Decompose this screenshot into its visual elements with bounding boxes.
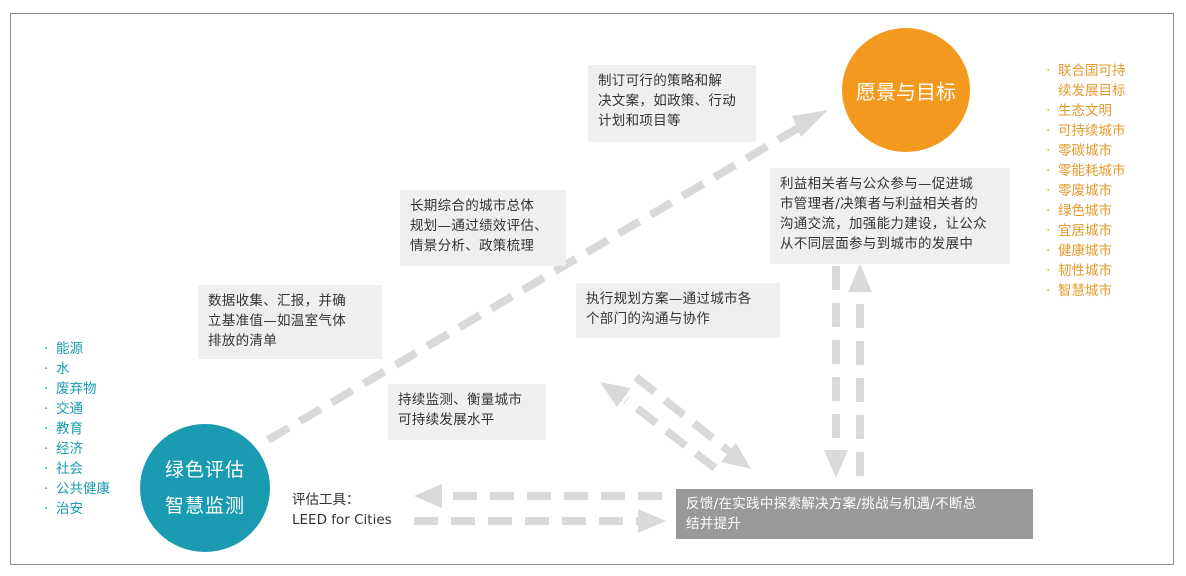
execution-box: 执行规划方案—通过城市各 个部门的沟通与协作 [576,283,780,338]
goal-item: ·可持续城市 [1046,123,1126,139]
planning-box: 长期综合的城市总体 规划—通过绩效评估、 情景分析、政策梳理 [400,190,566,266]
assessment-line-2: 智慧监测 [164,495,245,517]
goal-item: ·生态文明 [1046,103,1112,119]
sector-list: ·能源 ·水 ·废弃物 ·交通 ·教育 ·经济 ·社会 ·公共健康 ·治安 [44,339,110,519]
arrowhead-stakeholders-up [848,264,872,292]
sector-item: ·治安 [44,501,83,517]
goal-item: ·韧性城市 [1046,263,1112,279]
goal-item: ·健康城市 [1046,243,1112,259]
sector-item: ·经济 [44,441,83,457]
sector-item: ·社会 [44,461,83,477]
goal-item: ·智慧城市 [1046,283,1112,299]
arrowhead-assessment [414,484,442,508]
goal-item: ·零能耗城市 [1046,163,1126,179]
assessment-tool-label: 评估工具： LEED for Cities [292,492,392,528]
sector-item: ·能源 [44,341,83,357]
sector-item: ·教育 [44,421,83,437]
sector-item: ·水 [44,361,70,377]
data-collection-box: 数据收集、汇报，并确 立基准值—如温室气体 排放的清单 [198,285,382,359]
arrow-feedback-to-execute [623,396,718,472]
arrowhead-feedback-lower [638,509,666,533]
sector-item: ·交通 [44,401,83,417]
goal-item: ·绿色城市 [1046,203,1112,219]
goal-item: ·零废城市 [1046,183,1112,199]
goal-item: ·宜居城市 [1046,223,1112,239]
arrow-execute-to-feedback [633,373,733,456]
sector-item: ·公共健康 [44,481,110,497]
feedback-box: 反馈/在实践中探索解决方案/挑战与机遇/不断总 结并提升 [676,489,1033,539]
stakeholder-box: 利益相关者与公众参与—促进城 市管理者/决策者与利益相关者的 沟通交流，加强能力… [770,168,1010,264]
arrow-assessment-to-vision [265,120,808,444]
assessment-circle: 绿色评估 智慧监测 [140,424,270,552]
goal-item: ·零碳城市 [1046,143,1112,159]
sector-item: ·废弃物 [44,381,97,397]
monitoring-box: 持续监测、衡量城市 可持续发展水平 [388,384,546,440]
strategy-box: 制订可行的策略和解 决文案，如政策、行动 计划和项目等 [588,65,756,142]
arrowhead-feedback-diag [721,443,751,469]
arrowhead-feedback-down [824,450,848,478]
goal-list: ·联合国可持 续发展目标 ·生态文明 ·可持续城市 ·零碳城市 ·零能耗城市 ·… [1046,61,1126,301]
goal-item: ·联合国可持 [1046,63,1126,79]
vision-goal-circle: 愿景与目标 [842,28,970,152]
arrowhead-execute [600,382,631,407]
arrowhead-vision [792,110,828,137]
vision-label: 愿景与目标 [856,79,956,104]
assessment-line-1: 绿色评估 [164,459,245,481]
goal-item-continued: 续发展目标 [1058,83,1126,99]
